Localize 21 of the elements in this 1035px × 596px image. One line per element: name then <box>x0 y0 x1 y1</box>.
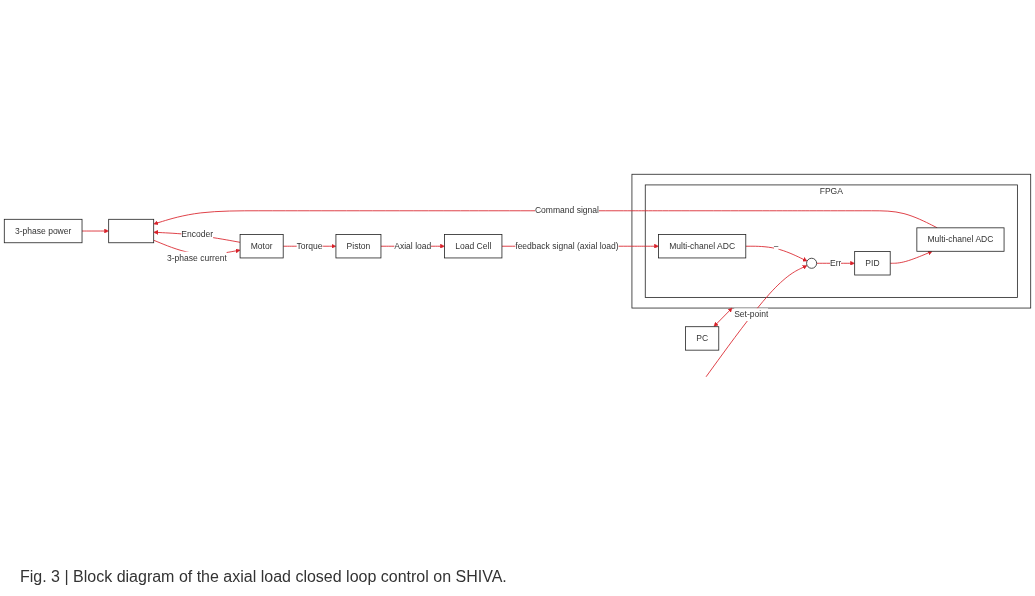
node-box: Multi-chanel ADC <box>916 227 1005 252</box>
node-circle <box>806 257 818 269</box>
node-box: 3-phase power <box>3 219 83 244</box>
edge-label: Encoder <box>181 229 214 239</box>
node-box: Motor <box>239 234 284 259</box>
edge-label: Command signal <box>534 206 599 216</box>
edge-label: Set-point <box>734 310 769 320</box>
node-box: PC <box>685 326 720 351</box>
cluster <box>631 174 1032 309</box>
edge-label: 3-phase current <box>167 253 227 263</box>
figure-caption: Fig. 3 | Block diagram of the axial load closed loop control on SHIVA. <box>20 568 508 586</box>
node-box: Multi-chanel ADC <box>658 234 747 259</box>
edge-label: Torque <box>296 241 323 251</box>
edge-label: – <box>773 241 779 251</box>
edge-label: feedback signal (axial load) <box>515 241 619 251</box>
node-box: PID <box>854 251 891 276</box>
edge-label: Axial load <box>394 241 432 251</box>
node-box <box>108 219 155 244</box>
node-box: Load Cell <box>444 234 503 259</box>
node-box: Piston <box>335 234 382 259</box>
edge-label: Err <box>829 258 842 268</box>
